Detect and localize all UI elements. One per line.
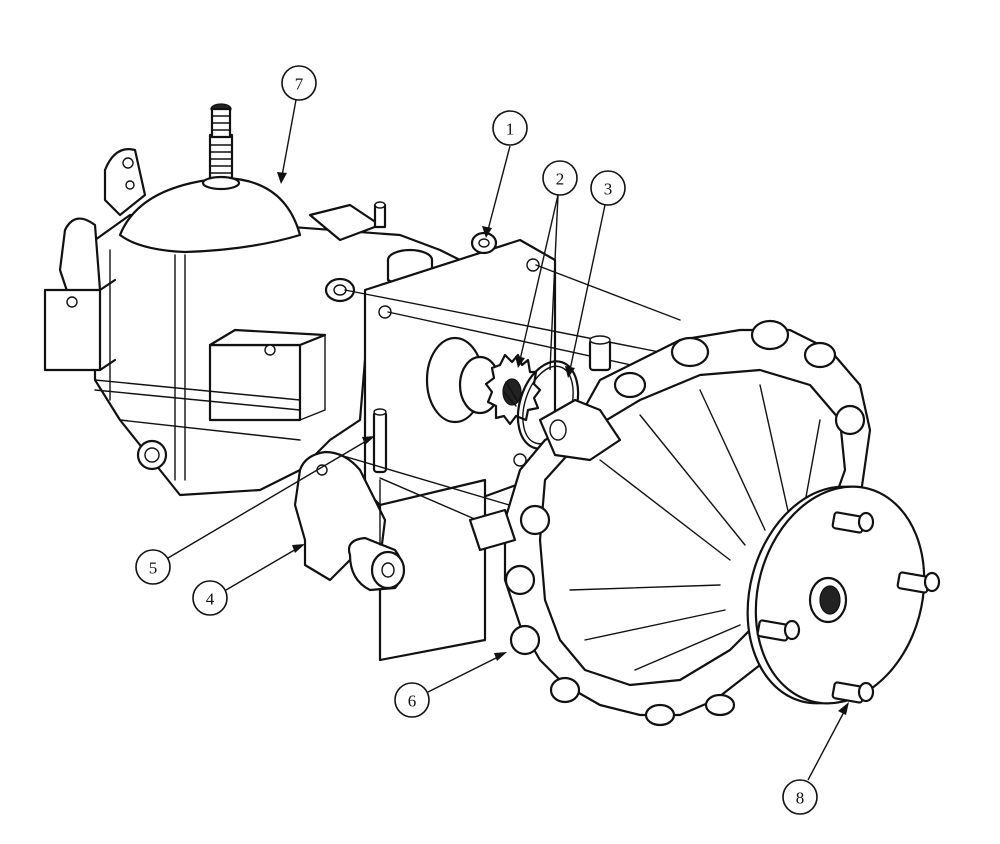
- callout-label-6: 6: [408, 692, 417, 711]
- washer: [470, 231, 498, 255]
- callout-label-2: 2: [556, 170, 565, 189]
- roll-pin: [372, 408, 388, 474]
- callout-7: 7: [277, 65, 317, 184]
- callout-6: 6: [394, 652, 507, 718]
- callout-label-7: 7: [295, 75, 304, 94]
- callout-label-5: 5: [149, 559, 158, 578]
- callout-label-4: 4: [206, 590, 215, 609]
- transaxle-housing: [43, 103, 472, 497]
- callout-label-8: 8: [796, 789, 805, 808]
- callout-3: 3: [565, 170, 626, 378]
- callout-4: 4: [192, 544, 305, 616]
- callout-2: 2: [515, 160, 578, 371]
- callout-label-3: 3: [604, 180, 613, 199]
- callout-label-1: 1: [506, 120, 515, 139]
- callout-1: 1: [482, 110, 528, 238]
- shift-lever-bracket: [293, 450, 406, 592]
- callout-5: 5: [135, 436, 375, 585]
- wheel-hub: [746, 485, 941, 705]
- callout-8: 8: [782, 702, 849, 815]
- pinion-gear: [425, 336, 542, 426]
- wheel-studs: [756, 511, 941, 704]
